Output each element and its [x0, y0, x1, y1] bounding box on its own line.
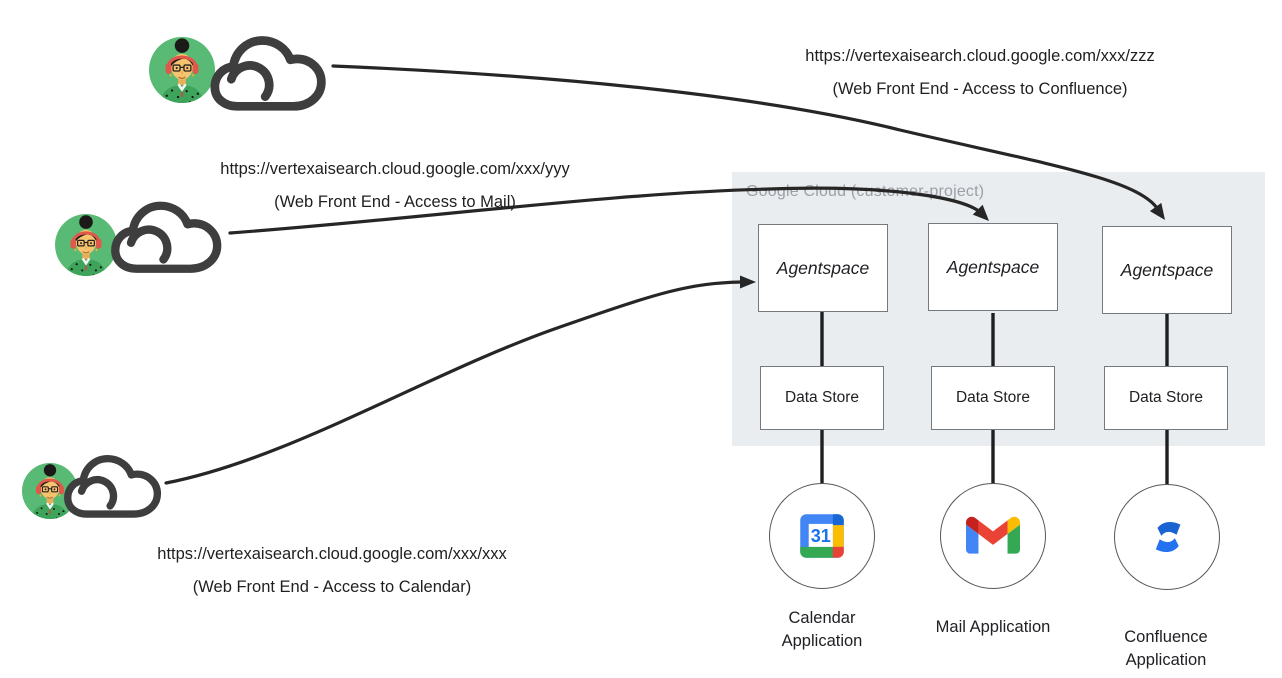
agentspace-box-calendar: Agentspace [758, 224, 888, 312]
datastore-box-calendar: Data Store [760, 366, 884, 430]
arrow-confluence-user-to-agentspace [331, 64, 1159, 210]
url-text: https://vertexaisearch.cloud.google.com/… [220, 160, 570, 178]
user-headset-avatar [22, 463, 78, 519]
gmail-icon [966, 516, 1020, 554]
cloud-icon [210, 36, 326, 111]
confluence-icon [1155, 521, 1181, 553]
url-block-calendar: https://vertexaisearch.cloud.google.com/… [92, 538, 572, 604]
arrowhead [740, 275, 756, 289]
url-caption: (Web Front End - Access to Calendar) [192, 578, 472, 596]
app-circle-confluence [1114, 484, 1220, 590]
datastore-label: Data Store [1128, 389, 1204, 406]
arrow-mail-user-to-agentspace [228, 186, 982, 235]
url-block-confluence: https://vertexaisearch.cloud.google.com/… [740, 40, 1220, 106]
datastore-label: Data Store [784, 389, 860, 406]
user-headset-avatar [55, 214, 117, 276]
arrowhead [1149, 202, 1165, 220]
datastore-box-mail: Data Store [931, 366, 1055, 430]
arrow-calendar-user-to-agentspace [164, 280, 744, 485]
app-label-confluence: Confluence Application [1124, 628, 1208, 669]
datastore-label: Data Store [955, 389, 1031, 406]
calendar-day-text: 31 [811, 526, 831, 546]
agentspace-label: Agentspace [776, 257, 870, 278]
url-text: https://vertexaisearch.cloud.google.com/… [805, 47, 1155, 65]
cloud-icon [111, 201, 222, 273]
agentspace-box-mail: Agentspace [928, 223, 1058, 311]
agentspace-label: Agentspace [946, 256, 1040, 277]
app-circle-calendar: 31 [769, 483, 875, 589]
arrowhead [972, 204, 989, 221]
url-caption: (Web Front End - Access to Mail) [274, 193, 516, 211]
app-label-mail: Mail Application [935, 618, 1051, 636]
datastore-box-confluence: Data Store [1104, 366, 1228, 430]
google-calendar-icon: 31 [800, 514, 844, 558]
app-circle-mail [940, 483, 1046, 589]
url-text: https://vertexaisearch.cloud.google.com/… [157, 545, 507, 563]
app-label-calendar: Calendar Application [781, 609, 863, 650]
user-headset-avatar [149, 37, 215, 103]
agentspace-label: Agentspace [1120, 259, 1214, 280]
agentspace-box-confluence: Agentspace [1102, 226, 1232, 314]
cloud-icon [64, 454, 162, 518]
url-block-mail: https://vertexaisearch.cloud.google.com/… [155, 153, 635, 219]
url-caption: (Web Front End - Access to Confluence) [832, 80, 1128, 98]
